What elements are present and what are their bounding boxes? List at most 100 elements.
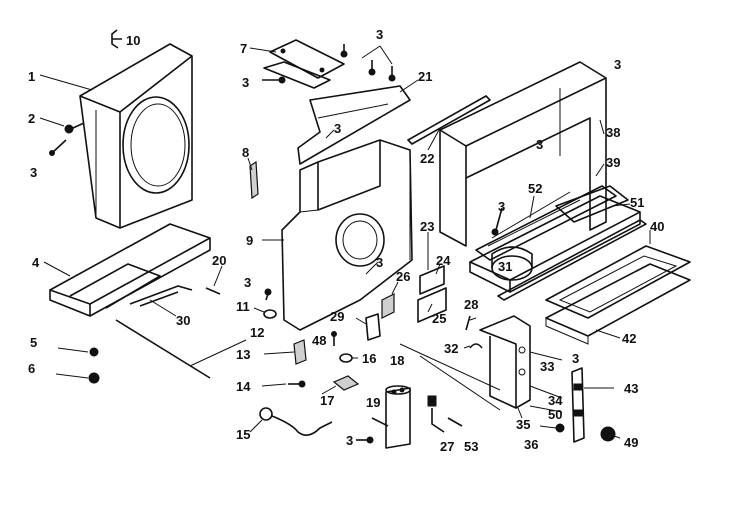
part-screw-head (368, 68, 376, 76)
part-base-tray (545, 263, 691, 337)
callout-28: 28 (464, 297, 479, 312)
part-screw (465, 315, 471, 331)
leader-lines (39, 45, 651, 439)
part-wrapper-cabinet (439, 61, 607, 247)
callout-5: 5 (30, 335, 38, 350)
part-foam-strip (407, 95, 491, 145)
part-seal-strip (249, 160, 259, 200)
part-screw-head (331, 331, 337, 337)
callout-9: 9 (246, 233, 254, 248)
part-rod (129, 285, 193, 307)
part-long-rod (115, 319, 211, 379)
part-capacitor-clip (381, 293, 395, 319)
callout-26: 26 (396, 269, 411, 284)
part-wiring (399, 343, 501, 411)
callout-19: 19 (366, 395, 381, 410)
part-screw (64, 122, 85, 134)
callout-21: 21 (418, 69, 433, 84)
part-screw-head (491, 228, 499, 236)
part-control-switch (293, 339, 307, 365)
part-screw-head (278, 76, 286, 84)
callout-3: 3 (334, 121, 342, 136)
callout-29: 29 (330, 309, 345, 324)
part-knob-small (555, 423, 565, 433)
callout-25: 25 (432, 311, 447, 326)
part-grommet (263, 309, 277, 319)
callout-34: 34 (548, 393, 563, 408)
callout-38: 38 (606, 125, 621, 140)
callout-6: 6 (28, 361, 36, 376)
part-wire-clip (469, 343, 483, 349)
callout-18: 18 (390, 353, 405, 368)
callout-31: 31 (498, 259, 513, 274)
part-screw (495, 207, 503, 231)
callout-27: 27 (440, 439, 455, 454)
callout-49: 49 (624, 435, 639, 450)
part-bracket-small (332, 375, 360, 391)
callout-3: 3 (614, 57, 622, 72)
callout-12: 12 (250, 325, 265, 340)
part-panel-plate (419, 265, 445, 295)
part-screw-head (49, 150, 55, 156)
callout-32: 32 (444, 341, 459, 356)
callout-15: 15 (236, 427, 251, 442)
callout-43: 43 (624, 381, 639, 396)
part-terminal-block (365, 313, 381, 341)
callout-40: 40 (650, 219, 665, 234)
part-compressor (491, 246, 533, 281)
callout-48: 48 (312, 333, 327, 348)
part-bracket-plate (417, 287, 447, 323)
part-screw (51, 139, 67, 154)
callout-50: 50 (548, 407, 563, 422)
part-top-panel-edge (317, 103, 389, 119)
part-screws-top (343, 44, 393, 76)
part-relay-strip (571, 367, 585, 443)
part-screw-head (388, 74, 396, 82)
part-screw-head (298, 380, 306, 388)
part-spring (447, 417, 463, 427)
callout-35: 35 (516, 417, 531, 432)
part-relay-contact (573, 383, 583, 391)
part-base-channel (49, 223, 211, 317)
callout-17: 17 (320, 393, 335, 408)
part-control-box (479, 315, 531, 409)
part-switch-knob (427, 395, 437, 407)
part-drain-pan-inner (558, 255, 678, 313)
callout-3: 3 (30, 165, 38, 180)
callout-53: 53 (464, 439, 479, 454)
part-base-rail (497, 219, 647, 301)
callout-14: 14 (236, 379, 251, 394)
callout-39: 39 (606, 155, 621, 170)
callout-1: 1 (28, 69, 36, 84)
part-screw-head (264, 288, 272, 296)
part-clip-small (205, 287, 221, 295)
part-relay-contact (573, 409, 583, 417)
part-switch-lead (431, 408, 445, 433)
callout-3: 3 (572, 351, 580, 366)
callout-3: 3 (244, 275, 252, 290)
part-partition-panel (281, 139, 413, 331)
callout-13: 13 (236, 347, 251, 362)
part-nut (88, 372, 100, 384)
callout-3: 3 (376, 255, 384, 270)
part-top-panel (297, 85, 411, 165)
part-base-pan (469, 185, 641, 293)
part-front-cabinet (79, 43, 193, 229)
callout-8: 8 (242, 145, 250, 160)
callout-24: 24 (436, 253, 451, 268)
part-screw-head (340, 50, 348, 58)
callout-4: 4 (32, 255, 40, 270)
part-base-tray-side (545, 318, 589, 345)
part-knob (600, 426, 616, 442)
callout-23: 23 (420, 219, 435, 234)
part-mounting-bracket (263, 39, 345, 89)
part-screw (89, 347, 99, 357)
callout-16: 16 (362, 351, 377, 366)
callout-20: 20 (212, 253, 227, 268)
callout-22: 22 (420, 151, 435, 166)
callout-2: 2 (28, 111, 36, 126)
callout-36: 36 (524, 437, 539, 452)
part-drain-pan (545, 245, 691, 319)
